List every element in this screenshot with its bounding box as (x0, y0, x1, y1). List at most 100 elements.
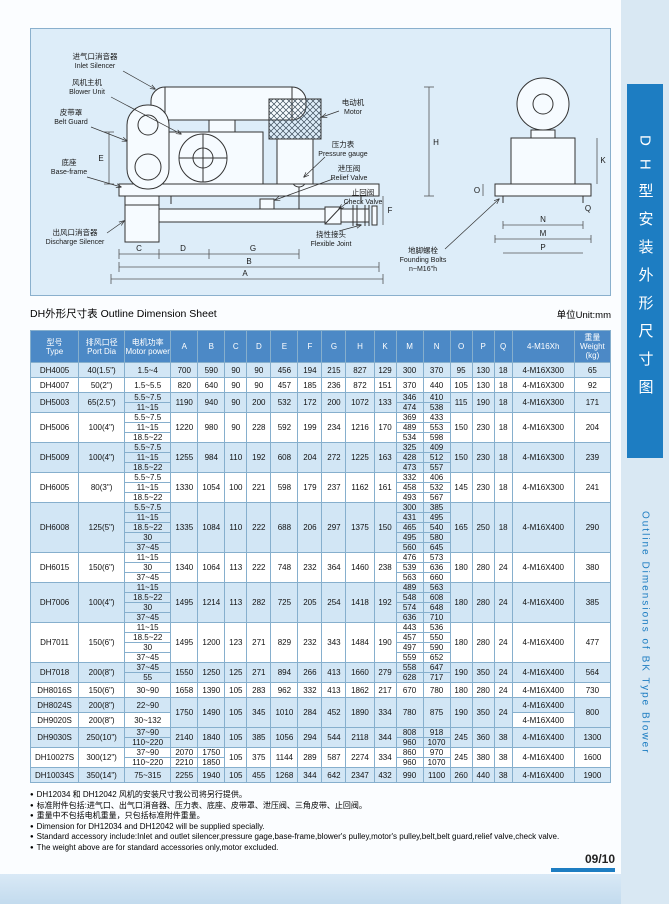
col-header-e: E (270, 330, 299, 363)
note-text: Standard accessory include:Inlet and out… (36, 832, 560, 841)
cell-port: 100(4") (78, 582, 126, 623)
cell-d: 90 (246, 377, 272, 393)
cell-h: 827 (345, 362, 375, 378)
cell-n: 652 (422, 652, 451, 663)
cell-port: 40(1.5") (78, 362, 126, 378)
cell-bolt: 4-M16X300 (511, 472, 575, 503)
col-header-g: G (321, 330, 347, 363)
cell-e: 1144 (270, 747, 299, 768)
cell-power: 37~45 (124, 652, 172, 663)
cell-b: 1490 (197, 697, 226, 728)
cell-k: 432 (373, 767, 397, 783)
cell-d: 271 (246, 622, 272, 663)
cell-g: 234 (321, 412, 347, 443)
note-item: ●Dimension for DH12034 and DH12042 will … (30, 822, 618, 833)
cell-weight: 385 (573, 582, 612, 623)
cell-f: 172 (297, 392, 323, 413)
cell-k: 190 (373, 622, 397, 663)
cell-n: 598 (422, 432, 451, 443)
cell-b: 1084 (197, 502, 226, 553)
cell-power: 22~90 (124, 697, 172, 713)
cell-type: DH7018 (29, 662, 80, 683)
cell-m: 369 (395, 412, 424, 423)
cell-power: 5.5~7.5 (124, 412, 172, 423)
cell-m: 493 (395, 492, 424, 503)
cell-port: 65(2.5") (78, 392, 126, 413)
cell-m: 370 (395, 377, 424, 393)
cell-n: 1070 (422, 757, 451, 768)
cell-weight: 380 (573, 552, 612, 583)
col-header-q: Q (493, 330, 513, 363)
cell-m: 346 (395, 392, 424, 403)
cell-a: 820 (170, 377, 199, 393)
cell-g: 215 (321, 362, 347, 378)
cell-bolt: 4-M16X400 (511, 712, 575, 728)
cell-o: 180 (449, 582, 473, 623)
cell-h: 1072 (345, 392, 375, 413)
cell-g: 413 (321, 682, 347, 698)
cell-q: 24 (493, 682, 513, 698)
cell-g: 452 (321, 697, 347, 728)
cell-m: 539 (395, 562, 424, 573)
cell-m: 574 (395, 602, 424, 613)
sidebar-title-en-block: Outline Dimensions of BK Type Blower (627, 468, 663, 798)
cell-power: 18.5~22 (124, 462, 172, 473)
cell-port: 150(6") (78, 552, 126, 583)
page-number-underline (551, 868, 615, 872)
cell-e: 1056 (270, 727, 299, 748)
cell-o: 245 (449, 727, 473, 748)
cell-m: 489 (395, 422, 424, 433)
cell-f: 232 (297, 552, 323, 583)
cell-type: DH6008 (29, 502, 80, 553)
dim-letter-D: D (180, 244, 186, 253)
bullet-icon: ● (30, 792, 34, 798)
cell-c: 110 (224, 442, 248, 473)
cell-n: 875 (422, 697, 451, 728)
col-header-b: B (197, 330, 226, 363)
cell-m: 808 (395, 727, 424, 738)
cell-c: 105 (224, 682, 248, 698)
cell-m: 443 (395, 622, 424, 633)
col-header-o: O (449, 330, 473, 363)
cell-a: 1495 (170, 582, 199, 623)
cell-weight: 730 (573, 682, 612, 698)
cell-k: 161 (373, 472, 397, 503)
page-number: 09/10 (584, 852, 615, 866)
cell-k: 334 (373, 747, 397, 768)
cell-q: 18 (493, 412, 513, 443)
dim-letter-Q: Q (585, 204, 591, 213)
cell-b: 1840 (197, 727, 226, 748)
cell-bolt: 4-M16X400 (511, 697, 575, 713)
side-view (494, 77, 592, 203)
cell-weight: 1600 (573, 747, 612, 768)
cell-d: 222 (246, 502, 272, 553)
cell-c: 113 (224, 582, 248, 623)
cell-a: 1550 (170, 662, 199, 683)
pressure-gauge-label-leader (304, 156, 326, 177)
cell-o: 245 (449, 747, 473, 768)
cell-p: 230 (471, 412, 495, 443)
cell-d: 221 (246, 472, 272, 503)
cell-m: 628 (395, 672, 424, 683)
base-frame-label-leader (86, 176, 121, 187)
cell-m: 560 (395, 542, 424, 553)
dim-letter-M: M (540, 229, 547, 238)
cell-bolt: 4-M16X300 (511, 412, 575, 443)
note-text: DH12034 和 DH12042 风机的安装尺寸我公司将另行提供。 (36, 790, 247, 799)
cell-g: 272 (321, 442, 347, 473)
cell-q: 24 (493, 622, 513, 663)
notes-list: ●DH12034 和 DH12042 风机的安装尺寸我公司将另行提供。●标准附件… (30, 790, 618, 853)
cell-n: 495 (422, 512, 451, 523)
cell-k: 150 (373, 502, 397, 553)
cell-weight: 204 (573, 412, 612, 443)
col-header-f: F (297, 330, 323, 363)
